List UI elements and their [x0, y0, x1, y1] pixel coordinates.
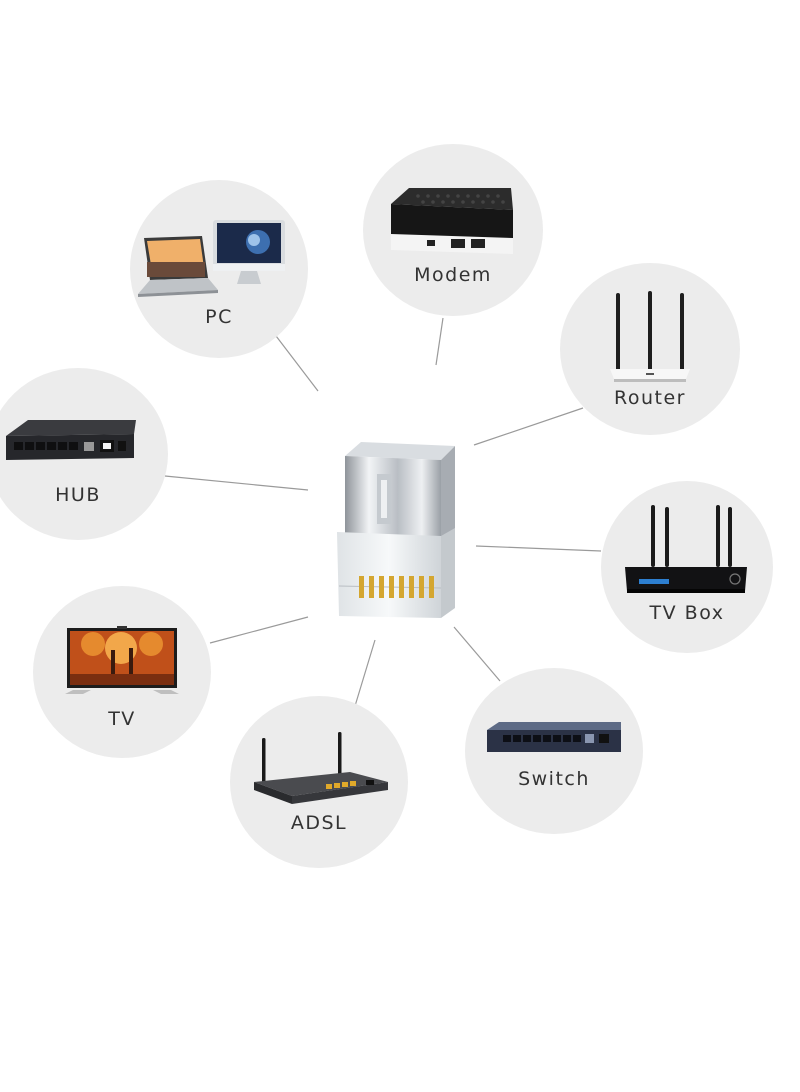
tv-bubble: TV	[33, 586, 211, 758]
line-modem	[435, 317, 444, 366]
hub-icon	[6, 420, 136, 460]
hub-bubble: HUB	[0, 368, 168, 540]
modem-bubble: Modem	[363, 144, 543, 316]
line-router	[473, 407, 584, 446]
line-hub	[164, 475, 309, 491]
tv-label: TV	[108, 708, 136, 730]
rj45-connector-icon	[337, 442, 455, 618]
tv-box-icon	[625, 505, 747, 593]
tv-icon	[65, 626, 179, 694]
line-tv	[209, 616, 309, 644]
router-icon	[610, 291, 690, 382]
modem-icon	[391, 188, 513, 254]
line-switch	[453, 626, 501, 682]
switch-icon	[487, 722, 621, 752]
adsl-bubble: ADSL	[230, 696, 408, 868]
router-label: Router	[614, 387, 686, 409]
pc-label: PC	[205, 306, 233, 328]
tvbox-bubble: TV Box	[601, 481, 773, 653]
line-adsl	[354, 639, 376, 707]
adsl-label: ADSL	[290, 812, 348, 834]
line-pc	[272, 331, 319, 392]
pc-icon	[138, 220, 285, 297]
router-bubble: Router	[560, 263, 740, 435]
pc-bubble: PC	[130, 180, 308, 358]
switch-bubble: Switch	[465, 668, 643, 834]
switch-label: Switch	[518, 768, 590, 790]
tvbox-label: TV Box	[649, 602, 725, 624]
adsl-icon	[254, 732, 388, 804]
line-tvbox	[475, 545, 602, 552]
modem-label: Modem	[414, 264, 492, 286]
hub-label: HUB	[55, 484, 101, 506]
